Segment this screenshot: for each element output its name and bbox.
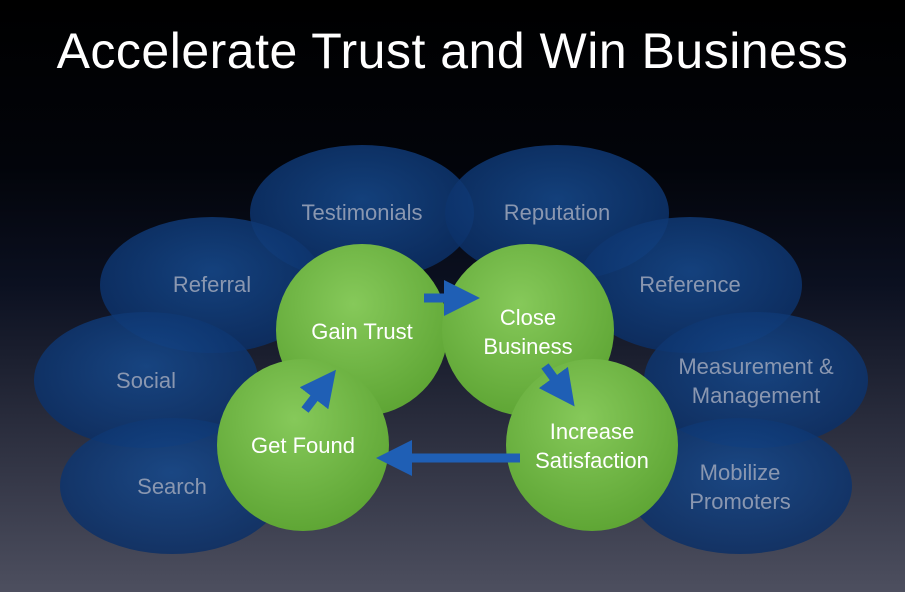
label-get-found: Get Found <box>251 433 355 458</box>
circle-increase-satisfaction <box>506 359 678 531</box>
label-increase-line1: Increase <box>550 419 634 444</box>
label-increase-line2: Satisfaction <box>535 448 649 473</box>
oval-social <box>34 312 258 448</box>
label-testimonials: Testimonials <box>301 200 422 225</box>
label-reference: Reference <box>639 272 741 297</box>
outer-labels: Testimonials Reputation Referral Referen… <box>116 200 834 514</box>
oval-testimonials <box>250 145 474 281</box>
label-close-line1: Close <box>500 305 556 330</box>
label-search: Search <box>137 474 207 499</box>
cycle-arrows <box>299 280 575 476</box>
slide-title: Accelerate Trust and Win Business <box>56 23 849 79</box>
label-close-line2: Business <box>483 334 572 359</box>
label-reputation: Reputation <box>504 200 610 225</box>
circle-get-found <box>217 359 389 531</box>
oval-mobilize <box>628 418 852 554</box>
cycle-labels: Gain Trust Close Business Get Found Incr… <box>251 305 649 473</box>
label-referral: Referral <box>173 272 251 297</box>
arrow-found-to-gain <box>299 369 336 413</box>
label-measurement-line1: Measurement & <box>678 354 834 379</box>
label-social: Social <box>116 368 176 393</box>
label-mobilize-line2: Promoters <box>689 489 790 514</box>
label-measurement-line2: Management <box>692 383 820 408</box>
label-gain-trust: Gain Trust <box>311 319 412 344</box>
oval-measurement <box>644 312 868 448</box>
label-mobilize-line1: Mobilize <box>700 460 781 485</box>
arrow-close-to-increase <box>538 363 575 407</box>
